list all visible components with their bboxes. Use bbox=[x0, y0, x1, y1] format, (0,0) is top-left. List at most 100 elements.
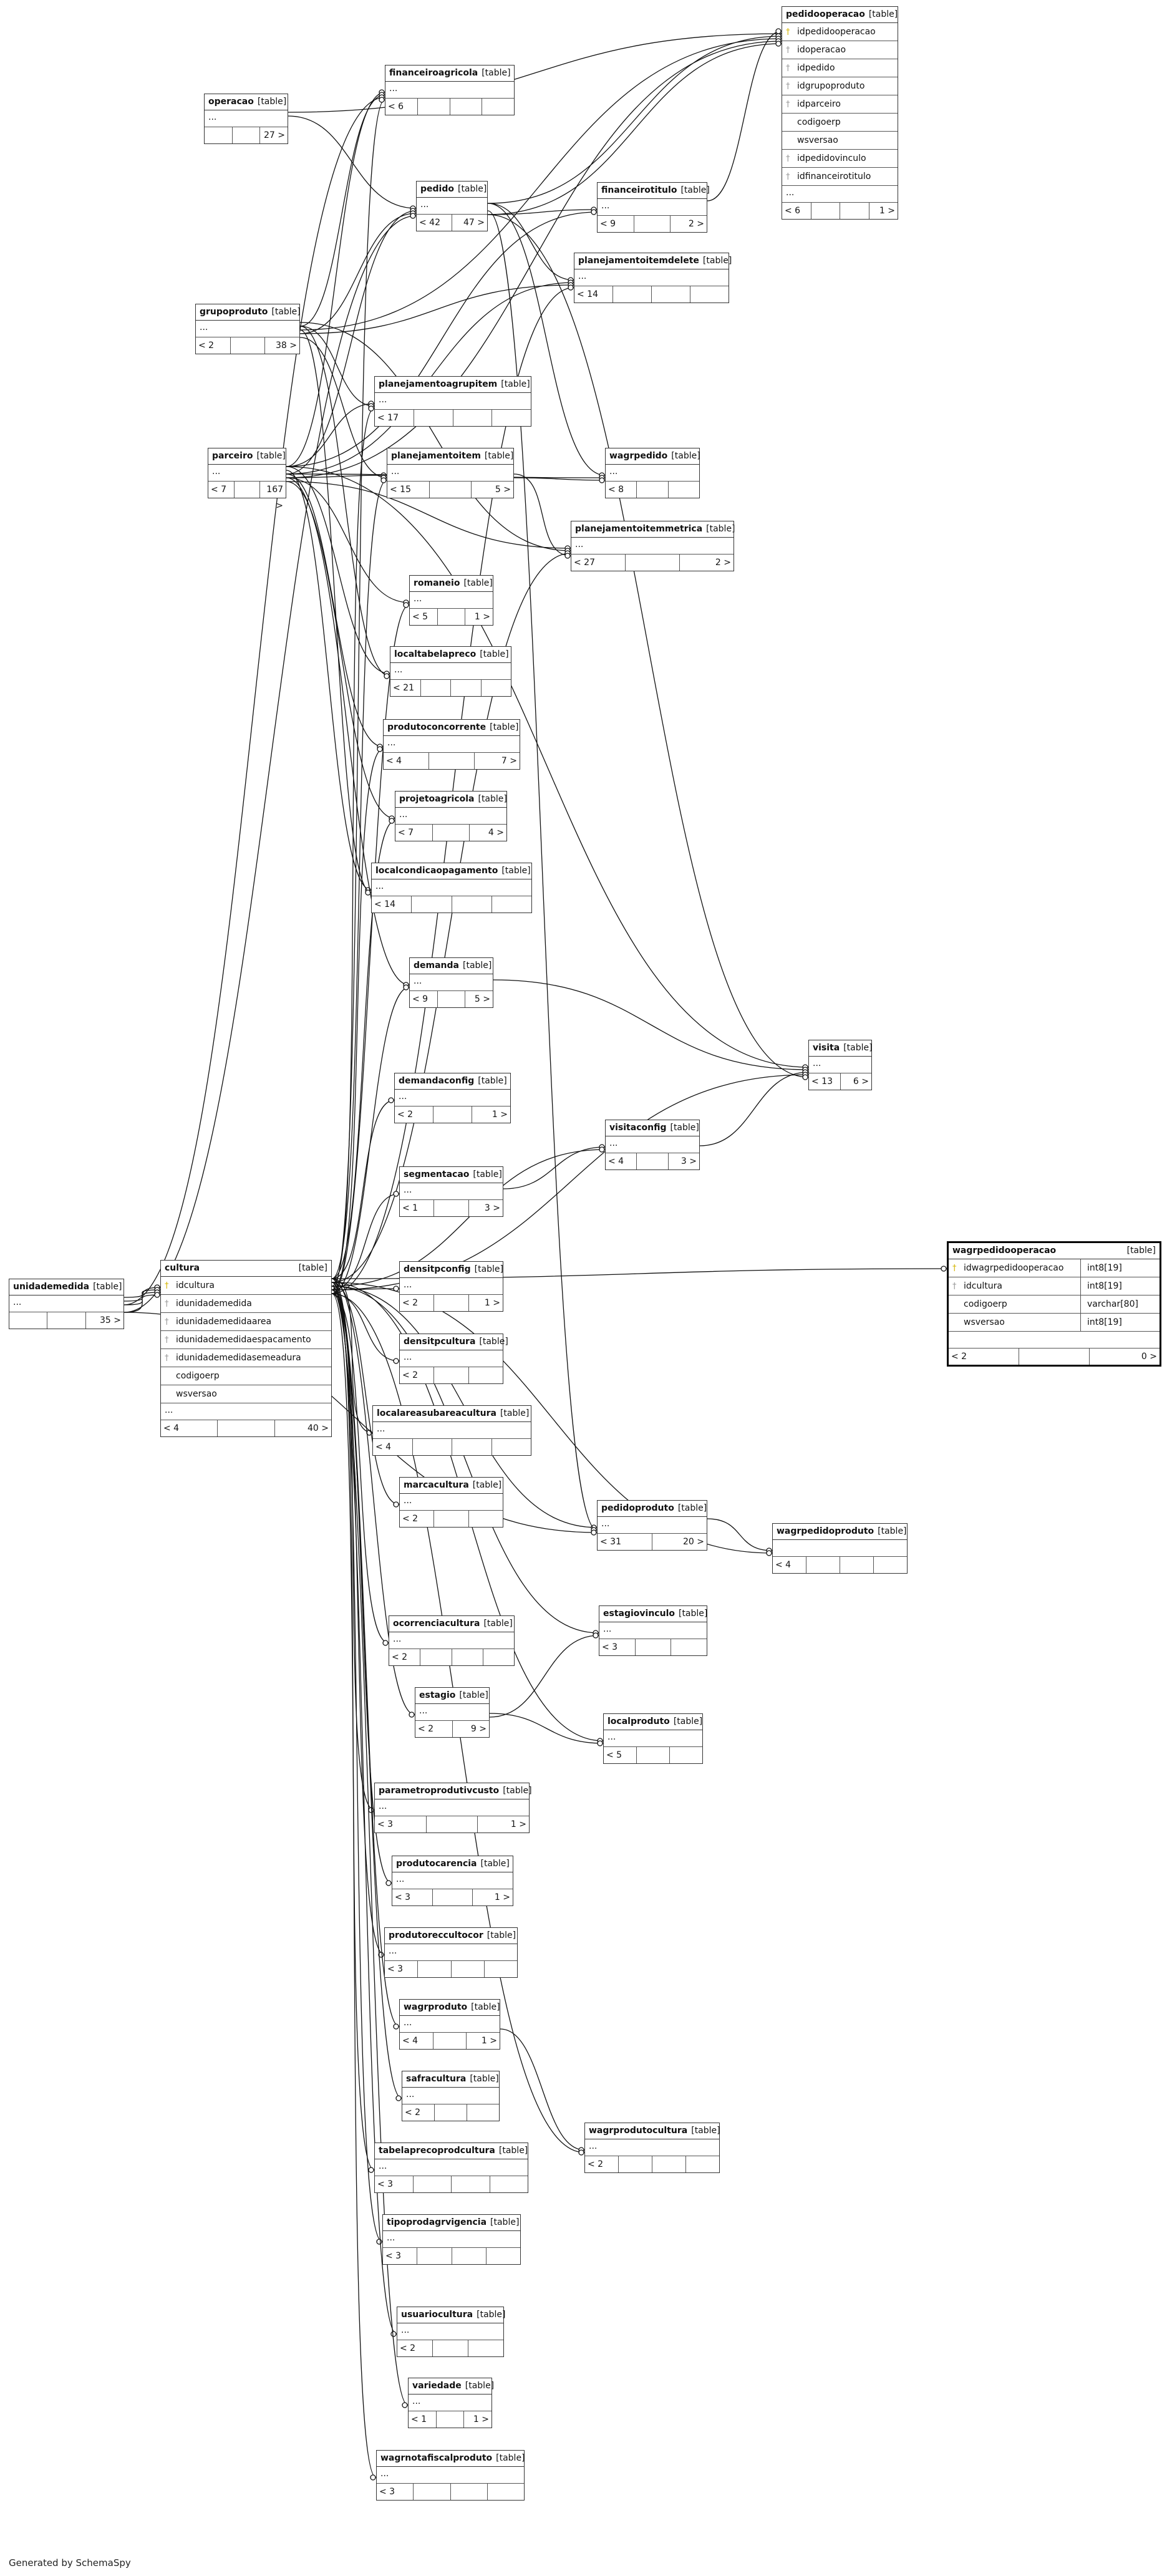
relation-line bbox=[299, 213, 417, 334]
table-wagrpedido[interactable]: wagrpedido[table]...< 8 bbox=[605, 448, 700, 498]
column-row[interactable]: †idoperacao bbox=[782, 41, 898, 59]
table-localcondicaopagamento[interactable]: localcondicaopagamento[table]...< 14 bbox=[371, 863, 532, 913]
table-financeiroagricola[interactable]: financeiroagricola[table]...< 6 bbox=[385, 65, 515, 115]
table-wagrpedidoproduto[interactable]: wagrpedidoproduto[table]< 4 bbox=[772, 1523, 908, 1574]
table-name: safracultura bbox=[406, 2074, 467, 2084]
column-row[interactable]: †idunidademedida bbox=[161, 1295, 331, 1313]
table-name: localtabelapreco bbox=[394, 649, 477, 659]
table-planejamentoitemdelete[interactable]: planejamentoitemdelete[table]...< 14 bbox=[574, 253, 732, 303]
column-row[interactable]: †idcultura bbox=[161, 1277, 331, 1295]
relation-endpoint bbox=[403, 602, 409, 608]
relation-line bbox=[286, 481, 571, 549]
table-tabelaprecoprodcultura[interactable]: tabelaprecoprodcultura[table]...< 3 bbox=[374, 2143, 528, 2193]
table-type-label: [table] bbox=[671, 451, 700, 461]
table-wagrnotafiscalproduto[interactable]: wagrnotafiscalproduto[table]...< 3 bbox=[376, 2450, 525, 2501]
foreign-key-icon: † bbox=[786, 81, 790, 91]
table-estagiovinculo[interactable]: estagiovinculo[table]...< 3 bbox=[599, 1605, 707, 1656]
table-localtabelapreco[interactable]: localtabelapreco[table]...< 21 bbox=[390, 646, 511, 697]
table-usuariocultura[interactable]: usuariocultura[table]...< 2 bbox=[397, 2307, 506, 2357]
table-cultura[interactable]: cultura[table]†idcultura†idunidademedida… bbox=[160, 1260, 332, 1437]
column-row[interactable]: †idfinanceirotitulo bbox=[782, 168, 898, 186]
relation-line bbox=[513, 477, 606, 481]
table-header: segmentacao[table] bbox=[400, 1167, 503, 1183]
parent-count: < 3 bbox=[599, 1639, 636, 1655]
footer-cell bbox=[1019, 1349, 1090, 1365]
more-columns-ellipsis: ... bbox=[377, 2467, 524, 2484]
table-name: projetoagricola bbox=[399, 794, 475, 804]
relation-endpoint bbox=[578, 2149, 584, 2156]
table-planejamentoagrupitem[interactable]: planejamentoagrupitem[table]...< 17 bbox=[374, 376, 531, 427]
column-row[interactable]: codigoerp bbox=[161, 1367, 331, 1385]
table-type-label: [table] bbox=[482, 68, 511, 78]
column-row[interactable]: †idunidademedidaespacamento bbox=[161, 1331, 331, 1349]
parent-count: < 27 bbox=[571, 554, 626, 571]
table-tipoprodagrvigencia[interactable]: tipoprodagrvigencia[table]...< 3 bbox=[382, 2214, 521, 2265]
table-footer: < 6 bbox=[385, 99, 514, 115]
table-operacao[interactable]: operacao[table]...27 > bbox=[204, 94, 288, 144]
table-type-label: [table] bbox=[670, 1123, 699, 1133]
table-safracultura[interactable]: safracultura[table]...< 2 bbox=[402, 2071, 500, 2121]
table-densitpcultura[interactable]: densitpcultura[table]...< 2 bbox=[399, 1334, 508, 1384]
column-row[interactable]: codigoerp bbox=[782, 114, 898, 132]
relation-line bbox=[489, 1713, 604, 1744]
relation-line bbox=[286, 403, 375, 467]
table-wagrprodutocultura[interactable]: wagrprodutocultura[table]...< 2 bbox=[584, 2123, 720, 2173]
column-row[interactable]: wsversao bbox=[782, 132, 898, 150]
table-wagrpedidooperacao[interactable]: wagrpedidooperacao[table]†idwagrpedidoop… bbox=[947, 1241, 1161, 1367]
column-row[interactable]: †idparceiro bbox=[782, 95, 898, 114]
table-produtoreccultocor[interactable]: produtoreccultocor[table]...< 3 bbox=[384, 1927, 518, 1978]
foreign-key-icon: † bbox=[786, 99, 790, 109]
table-localproduto[interactable]: localproduto[table]...< 5 bbox=[603, 1713, 703, 1764]
column-row[interactable]: wsversao bbox=[161, 1385, 331, 1403]
column-row[interactable]: †idpedido bbox=[782, 59, 898, 77]
footer-cell bbox=[806, 1557, 840, 1573]
more-columns-ellipsis: ... bbox=[402, 2088, 499, 2104]
table-pedidooperacao[interactable]: pedidooperacao[table]†idpedidooperacao†i… bbox=[782, 6, 898, 220]
table-localareasubareacultura[interactable]: localareasubareacultura[table]...< 4 bbox=[372, 1405, 531, 1456]
table-unidademedida[interactable]: unidademedida[table]...35 > bbox=[9, 1279, 124, 1329]
table-type-label: [table] bbox=[496, 2453, 525, 2463]
column-row[interactable]: †idunidademedidaarea bbox=[161, 1313, 331, 1331]
column-row[interactable]: †idunidademedidasemeadura bbox=[161, 1349, 331, 1367]
table-ocorrenciacultura[interactable]: ocorrenciacultura[table]...< 2 bbox=[389, 1615, 515, 1666]
relation-line bbox=[286, 41, 782, 478]
column-row[interactable]: †idpedidooperacao bbox=[782, 23, 898, 41]
table-marcacultura[interactable]: marcacultura[table]...< 2 bbox=[399, 1477, 503, 1528]
column-row[interactable]: †idpedidovinculo bbox=[782, 150, 898, 168]
child-count bbox=[482, 680, 511, 696]
column-row[interactable]: †idgrupoproduto bbox=[782, 77, 898, 95]
table-name: estagio bbox=[419, 1690, 456, 1700]
footer-cell bbox=[437, 2411, 465, 2428]
more-columns-ellipsis: ... bbox=[571, 538, 734, 554]
child-count: 7 > bbox=[501, 756, 517, 766]
